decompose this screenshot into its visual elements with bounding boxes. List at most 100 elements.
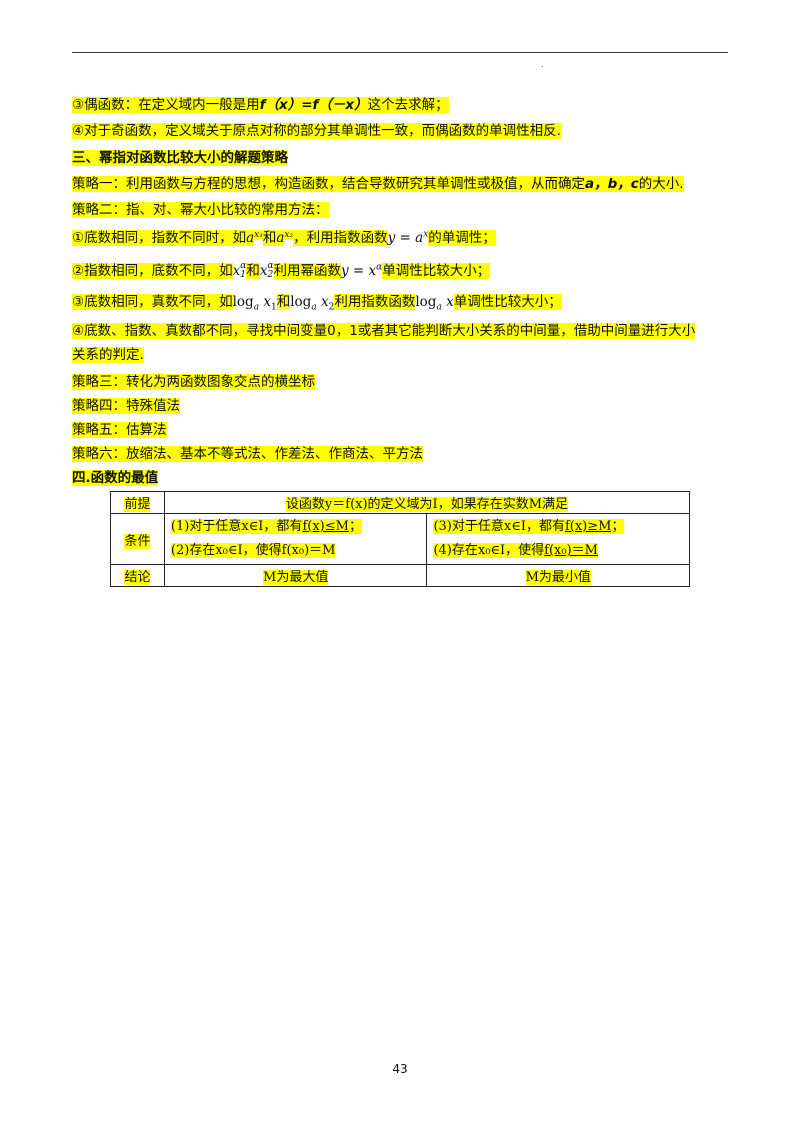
method-1-and: 和 bbox=[262, 230, 277, 246]
method-1-func-exp: x bbox=[423, 229, 429, 240]
strategy-3: 策略三：转化为两函数图象交点的横坐标 bbox=[72, 373, 315, 391]
method-1-exp1: x₁ bbox=[254, 229, 263, 240]
method-3-and: 和 bbox=[276, 294, 291, 310]
max-conclusion-cell: M为最大值 bbox=[163, 564, 428, 587]
method-2-base1: x bbox=[232, 263, 241, 279]
max-min-table: 前提 设函数y＝f(x)的定义域为I，如果存在实数M满足 条件 (1)对于任意x… bbox=[110, 491, 691, 587]
table-row: 条件 (1)对于任意x∈I，都有f(x)≤M； (2)存在x₀∈I，使得f(x₀… bbox=[110, 513, 690, 565]
min-conclusion-cell: M为最小值 bbox=[426, 564, 690, 587]
max-condition-cell: (1)对于任意x∈I，都有f(x)≤M； (2)存在x₀∈I，使得f(x₀)＝M bbox=[163, 513, 428, 565]
method-2-base2: x bbox=[259, 263, 268, 279]
method-3: ③底数相同，真数不同，如loga x1和loga x2利用指数函数loga x单… bbox=[72, 293, 562, 313]
conclusion-label: 结论 bbox=[124, 570, 151, 585]
condition-label-cell: 条件 bbox=[110, 513, 165, 565]
method-2-sup2: α bbox=[267, 261, 274, 271]
max-cond-1-text: (1)对于任意x∈I，都有 bbox=[170, 519, 303, 534]
section-4-title: 四.函数的最值 bbox=[72, 470, 159, 486]
strategy-2-text: 策略二：指、对、幂大小比较的常用方法： bbox=[72, 202, 329, 218]
even-function-formula: f（x）=f（－x） bbox=[259, 97, 368, 113]
strategy-4-text: 策略四：特殊值法 bbox=[72, 398, 180, 414]
method-1-base1: a bbox=[246, 230, 255, 246]
method-3-end: 单调性比较大小； bbox=[453, 294, 562, 310]
line-odd-function: ④对于奇函数，定义域关于原点对称的部分其单调性一致，而偶函数的单调性相反. bbox=[72, 122, 561, 140]
method-3-x2-sub: 2 bbox=[328, 302, 335, 313]
table-row: 前提 设函数y＝f(x)的定义域为I，如果存在实数M满足 bbox=[110, 491, 691, 514]
strategy-4: 策略四：特殊值法 bbox=[72, 397, 180, 415]
even-function-text-end: 这个去求解； bbox=[367, 97, 449, 113]
circle-4: ④ bbox=[72, 123, 85, 139]
min-condition-cell: (3)对于任意x∈I，都有f(x)≥M； (4)存在x₀∈I，使得f(x₀)＝M bbox=[426, 513, 690, 565]
method-4-text-end: 关系的判定. bbox=[72, 347, 144, 363]
header-dot: . bbox=[541, 60, 544, 69]
min-cond-3-text: (3)对于任意x∈I，都有 bbox=[433, 519, 565, 534]
method-2-sup1: α bbox=[240, 261, 247, 271]
strategy-2: 策略二：指、对、幂大小比较的常用方法： bbox=[72, 201, 329, 219]
strategy-1: 策略一：利用函数与方程的思想，构造函数，结合导数研究其单调性或极值，从而确定a，… bbox=[72, 175, 684, 193]
method-2-text: ②指数相同，底数不同，如 bbox=[72, 263, 233, 279]
strategy-6-text: 策略六：放缩法、基本不等式法、作差法、作商法、平方法 bbox=[72, 446, 423, 462]
method-2-func: y = x bbox=[341, 263, 377, 279]
method-1-exp2: x₂ bbox=[284, 229, 294, 240]
method-1-func: y = a bbox=[387, 230, 424, 246]
odd-function-text: 对于奇函数，定义域关于原点对称的部分其单调性一致，而偶函数的单调性相反. bbox=[84, 123, 561, 139]
method-1-text2: ，利用指数函数 bbox=[293, 230, 388, 246]
strategy-5-text: 策略五：估算法 bbox=[72, 422, 167, 438]
min-cond-4-text: (4)存在x₀∈I，使得 bbox=[433, 543, 545, 558]
strategy-1-end: 的大小. bbox=[638, 176, 684, 192]
min-cond-3-end: ； bbox=[611, 519, 625, 534]
method-3-x3: x bbox=[446, 294, 454, 310]
page-number: 43 bbox=[392, 1062, 408, 1076]
premise-text-cell: 设函数y＝f(x)的定义域为I，如果存在实数M满足 bbox=[163, 491, 691, 514]
strategy-1-text: 策略一：利用函数与方程的思想，构造函数，结合导数研究其单调性或极值，从而确定 bbox=[72, 176, 585, 192]
method-2-and: 和 bbox=[246, 263, 260, 279]
method-1-end: 的单调性； bbox=[428, 230, 496, 246]
condition-label: 条件 bbox=[124, 533, 151, 549]
premise-text: 设函数y＝f(x)的定义域为I，如果存在实数M满足 bbox=[285, 497, 568, 512]
min-condition-4: (4)存在x₀∈I，使得f(x₀)＝M bbox=[433, 539, 683, 563]
strategy-5: 策略五：估算法 bbox=[72, 421, 167, 439]
line-even-function: ③偶函数：在定义域内一般是用f（x）=f（－x）这个去求解； bbox=[72, 96, 449, 114]
strategy-3-text: 策略三：转化为两函数图象交点的横坐标 bbox=[72, 374, 315, 390]
max-cond-2-text: (2)存在x₀∈I，使得 bbox=[170, 543, 282, 558]
table-row: 结论 M为最大值 M为最小值 bbox=[110, 564, 690, 587]
method-3-text: ③底数相同，真数不同，如 bbox=[72, 294, 233, 310]
method-4-line2: 关系的判定. bbox=[72, 346, 144, 364]
method-3-log3-base: a bbox=[436, 302, 442, 313]
method-2-sub1: 1 bbox=[240, 270, 246, 280]
header-rule bbox=[72, 52, 728, 53]
method-3-x1-sub: 1 bbox=[271, 302, 277, 313]
section-4-heading: 四.函数的最值 bbox=[72, 469, 159, 487]
method-1-text: ①底数相同，指数不同时，如 bbox=[72, 230, 247, 246]
method-2-end: 单调性比较大小； bbox=[382, 263, 491, 279]
method-4-text: ④底数、指数、真数都不同，寻找中间变量0，1或者其它能判断大小关系的中间量，借助… bbox=[72, 323, 696, 339]
method-2-sub2: 2 bbox=[267, 270, 274, 280]
strategy-1-vars: a，b，c bbox=[585, 176, 639, 192]
circle-3: ③ bbox=[72, 97, 85, 113]
method-3-log2-base: a bbox=[311, 302, 317, 313]
min-condition-3: (3)对于任意x∈I，都有f(x)≥M； bbox=[433, 515, 683, 539]
section-3-heading: 三、幂指对函数比较大小的解题策略 bbox=[72, 149, 288, 167]
method-3-log2: log bbox=[290, 294, 312, 310]
even-function-text: 偶函数：在定义域内一般是用 bbox=[84, 97, 260, 113]
premise-label-cell: 前提 bbox=[110, 491, 165, 514]
max-cond-1-formula: f(x)≤M bbox=[302, 519, 349, 534]
method-1-base2: a bbox=[276, 230, 285, 246]
max-condition-2: (2)存在x₀∈I，使得f(x₀)＝M bbox=[170, 539, 421, 563]
method-2-func-exp: α bbox=[376, 262, 383, 273]
min-cond-3-formula: f(x)≥M bbox=[564, 519, 612, 534]
method-3-x1: x bbox=[263, 294, 271, 310]
method-3-log1: log bbox=[232, 294, 254, 310]
min-conclusion: M为最小值 bbox=[525, 570, 591, 585]
method-3-text2: 利用指数函数 bbox=[334, 294, 416, 310]
premise-label: 前提 bbox=[124, 497, 151, 512]
method-4-line1: ④底数、指数、真数都不同，寻找中间变量0，1或者其它能判断大小关系的中间量，借助… bbox=[72, 322, 696, 340]
conclusion-label-cell: 结论 bbox=[110, 564, 165, 587]
min-cond-4-formula: f(x₀)＝M bbox=[544, 543, 598, 558]
method-3-x2: x bbox=[321, 294, 329, 310]
method-3-log3: log bbox=[415, 294, 437, 310]
max-cond-1-end: ； bbox=[348, 519, 362, 534]
method-1: ①底数相同，指数不同时，如ax₁和ax₂，利用指数函数y = ax的单调性； bbox=[72, 229, 496, 247]
